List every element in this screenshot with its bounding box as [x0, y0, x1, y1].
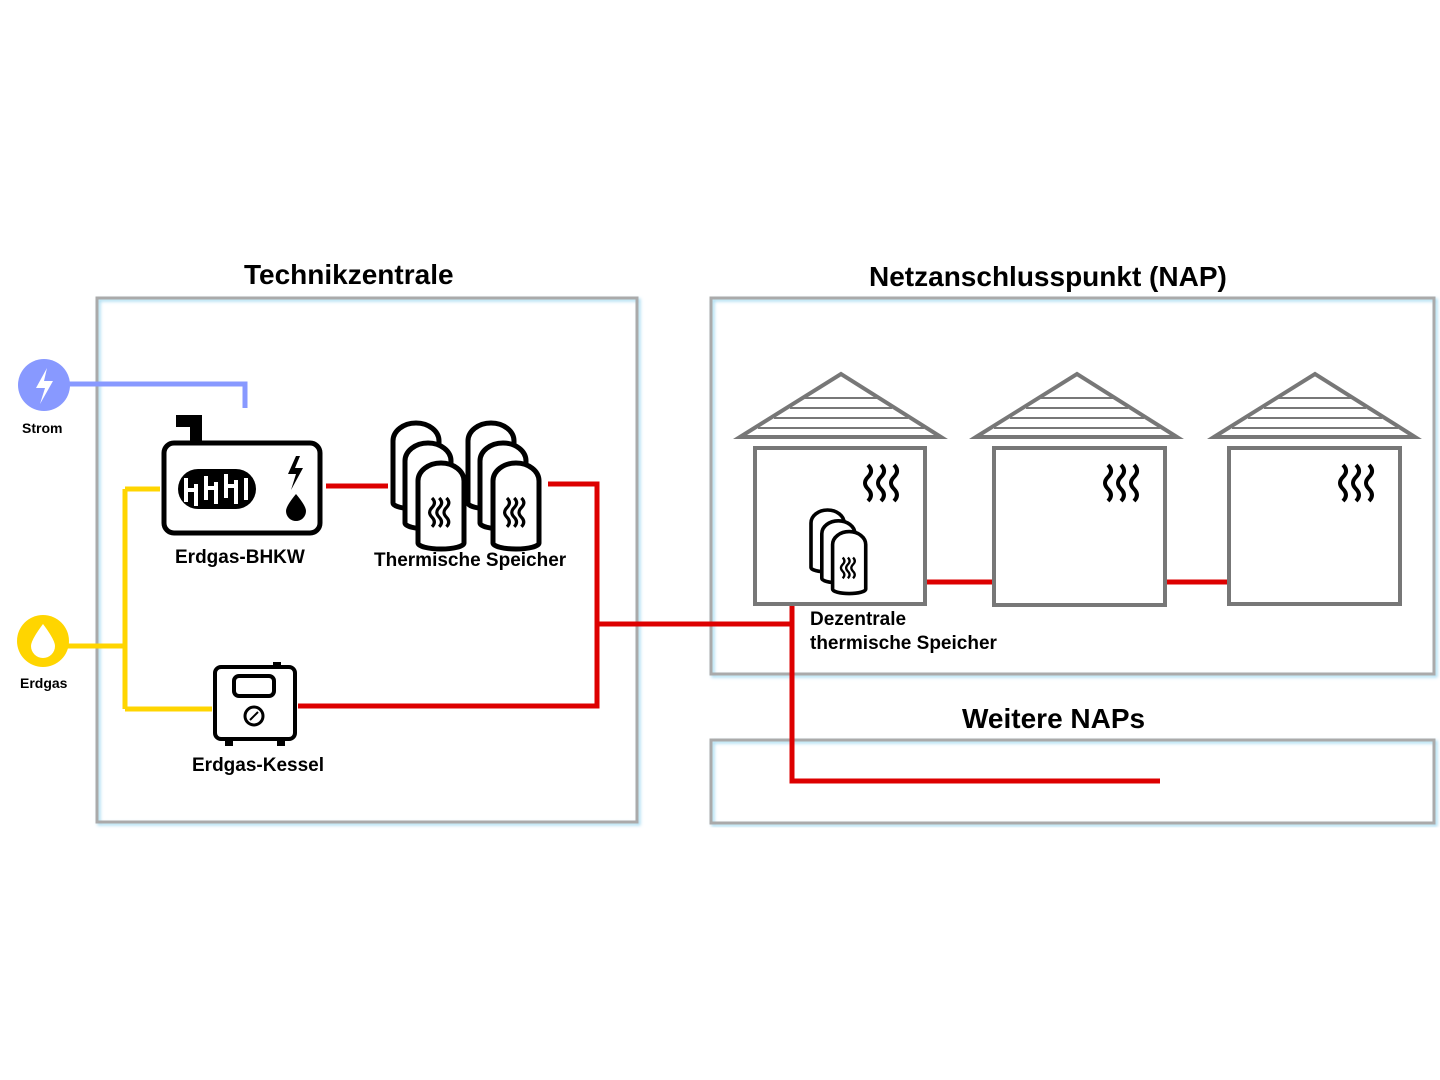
- kessel-label: Erdgas-Kessel: [192, 755, 325, 776]
- dezentral-label-line2: thermische Speicher: [810, 633, 997, 654]
- technikzentrale-title: Technikzentrale: [244, 259, 454, 290]
- weitere-naps-frame: [709, 738, 1436, 825]
- weitere-naps-title: Weitere NAPs: [962, 703, 1146, 734]
- erdgas-label: Erdgas: [20, 675, 68, 691]
- strom-label: Strom: [22, 420, 63, 436]
- nap-frame: [709, 296, 1436, 676]
- storage-tank-icon: [393, 423, 539, 549]
- speicher-label: Thermische Speicher: [374, 550, 567, 571]
- strom-line: [44, 381, 248, 408]
- erdgas-line: [44, 486, 212, 712]
- dezentral-label-line1: Dezentrale: [810, 609, 907, 630]
- chp-engine-icon: [161, 415, 323, 536]
- boiler-icon: [213, 662, 297, 746]
- nap-title: Netzanschlusspunkt (NAP): [869, 261, 1227, 292]
- lightning-icon: [18, 359, 70, 411]
- bhkw-label: Erdgas-BHKW: [175, 547, 305, 568]
- technikzentrale-frame: [95, 296, 639, 824]
- gas-drop-icon: [17, 615, 69, 667]
